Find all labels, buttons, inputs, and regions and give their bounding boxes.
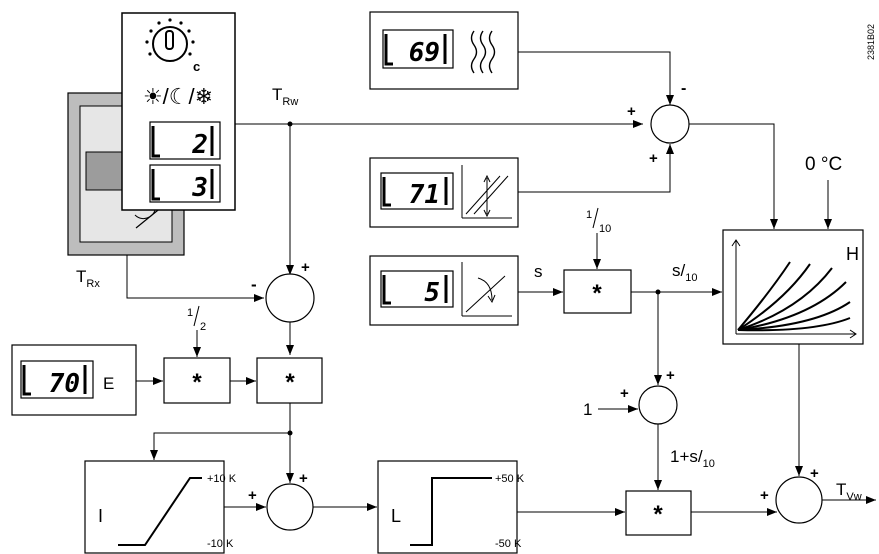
parameter-box-71: 71 xyxy=(369,157,519,228)
p71-line xyxy=(518,144,674,193)
t-rx-label: TRx xyxy=(76,267,100,290)
parameter-box-70: 70 E xyxy=(11,344,137,416)
multiply-block-lower-symbol: * xyxy=(653,501,663,528)
multiply-block-s xyxy=(563,269,632,314)
heat-waves-icon xyxy=(470,30,496,74)
parameter-5-value: 5 xyxy=(424,278,440,308)
t-rx-line xyxy=(126,255,264,302)
l-label: L xyxy=(391,506,401,526)
t-vw-label: TVw xyxy=(836,480,862,503)
svg-text:1: 1 xyxy=(187,307,193,319)
room-display-2-value: 3 xyxy=(191,173,208,203)
sum-top-plus-left: + xyxy=(627,103,636,120)
sum-s-plus-top: + xyxy=(666,367,675,384)
parallel-shift-icon xyxy=(461,165,512,219)
integrator-feed-line xyxy=(150,432,290,460)
sum-top-output-line xyxy=(689,123,778,229)
heating-curves xyxy=(737,261,851,332)
parameter-69-value: 69 xyxy=(409,38,440,68)
sum-lower-plus-left: + xyxy=(248,487,257,504)
summing-junction-s xyxy=(638,385,678,425)
multiply-block-half-symbol: * xyxy=(192,369,202,396)
slope-icon xyxy=(461,262,512,317)
heating-curve-box: H xyxy=(722,229,864,345)
sum-room-plus: + xyxy=(301,259,310,276)
room-display-1: 2 xyxy=(149,121,221,160)
h-label: H xyxy=(846,244,859,264)
temperature-dial-icon: c xyxy=(145,18,200,74)
sum-room-minus: - xyxy=(251,275,257,294)
doc-code: 2381B02 xyxy=(866,24,876,60)
multiply-block-main-symbol: * xyxy=(285,369,295,396)
parameter-71-value: 71 xyxy=(409,180,440,210)
room-display-1-value: 2 xyxy=(191,130,208,160)
multiply-block-half xyxy=(163,357,231,404)
one-label: 1 xyxy=(583,400,592,419)
room-unit-panel: c ☀/☾/❄ 2 3 xyxy=(121,12,236,211)
svg-text:10: 10 xyxy=(599,223,611,235)
limiter-block: L +50 K -50 K xyxy=(377,460,525,554)
dial-unit-label: c xyxy=(193,59,200,74)
i-label: I xyxy=(98,506,103,526)
summing-junction-room xyxy=(265,273,315,323)
svg-text:2: 2 xyxy=(200,321,206,333)
i-plus-10k-label: +10 K xyxy=(207,473,237,485)
i-minus-10k-label: -10 K xyxy=(207,538,234,550)
multiply-block-s-symbol: * xyxy=(592,280,602,307)
e-label: E xyxy=(103,374,114,393)
l-plus-50k-label: +50 K xyxy=(495,473,525,485)
sum-final-plus-left: + xyxy=(760,487,769,504)
sum-top-minus: - xyxy=(681,80,686,97)
summing-junction-lower xyxy=(266,483,314,531)
mode-icons: ☀/☾/❄ xyxy=(143,84,213,109)
s-div-label: s/10 xyxy=(672,261,697,284)
zero-c-label: 0 °C xyxy=(805,154,842,175)
half-label: 1 2 xyxy=(187,305,206,333)
sum-s-plus-left: + xyxy=(620,385,629,402)
room-display-2: 3 xyxy=(149,164,221,203)
svg-text:1: 1 xyxy=(586,209,592,221)
parameter-box-69: 69 xyxy=(369,11,519,90)
s-label: s xyxy=(534,262,543,281)
summing-junction-top xyxy=(650,104,690,144)
parameter-70-value: 70 xyxy=(49,369,80,399)
l-minus-50k-label: -50 K xyxy=(495,538,522,550)
sum-top-plus-bottom: + xyxy=(649,150,658,167)
summing-junction-final xyxy=(775,476,823,524)
multiply-block-lower xyxy=(625,490,692,536)
p69-line xyxy=(518,51,674,105)
sum-lower-plus-top: + xyxy=(299,470,308,487)
parameter-box-5: 5 xyxy=(369,255,519,326)
integrator-block: I +10 K -10 K xyxy=(84,460,237,554)
tenth-label: 1 10 xyxy=(586,207,611,235)
one-plus-s-label: 1+s/10 xyxy=(670,447,715,470)
t-rw-label: TRw xyxy=(272,85,298,108)
sum-final-plus-top: + xyxy=(810,465,819,482)
